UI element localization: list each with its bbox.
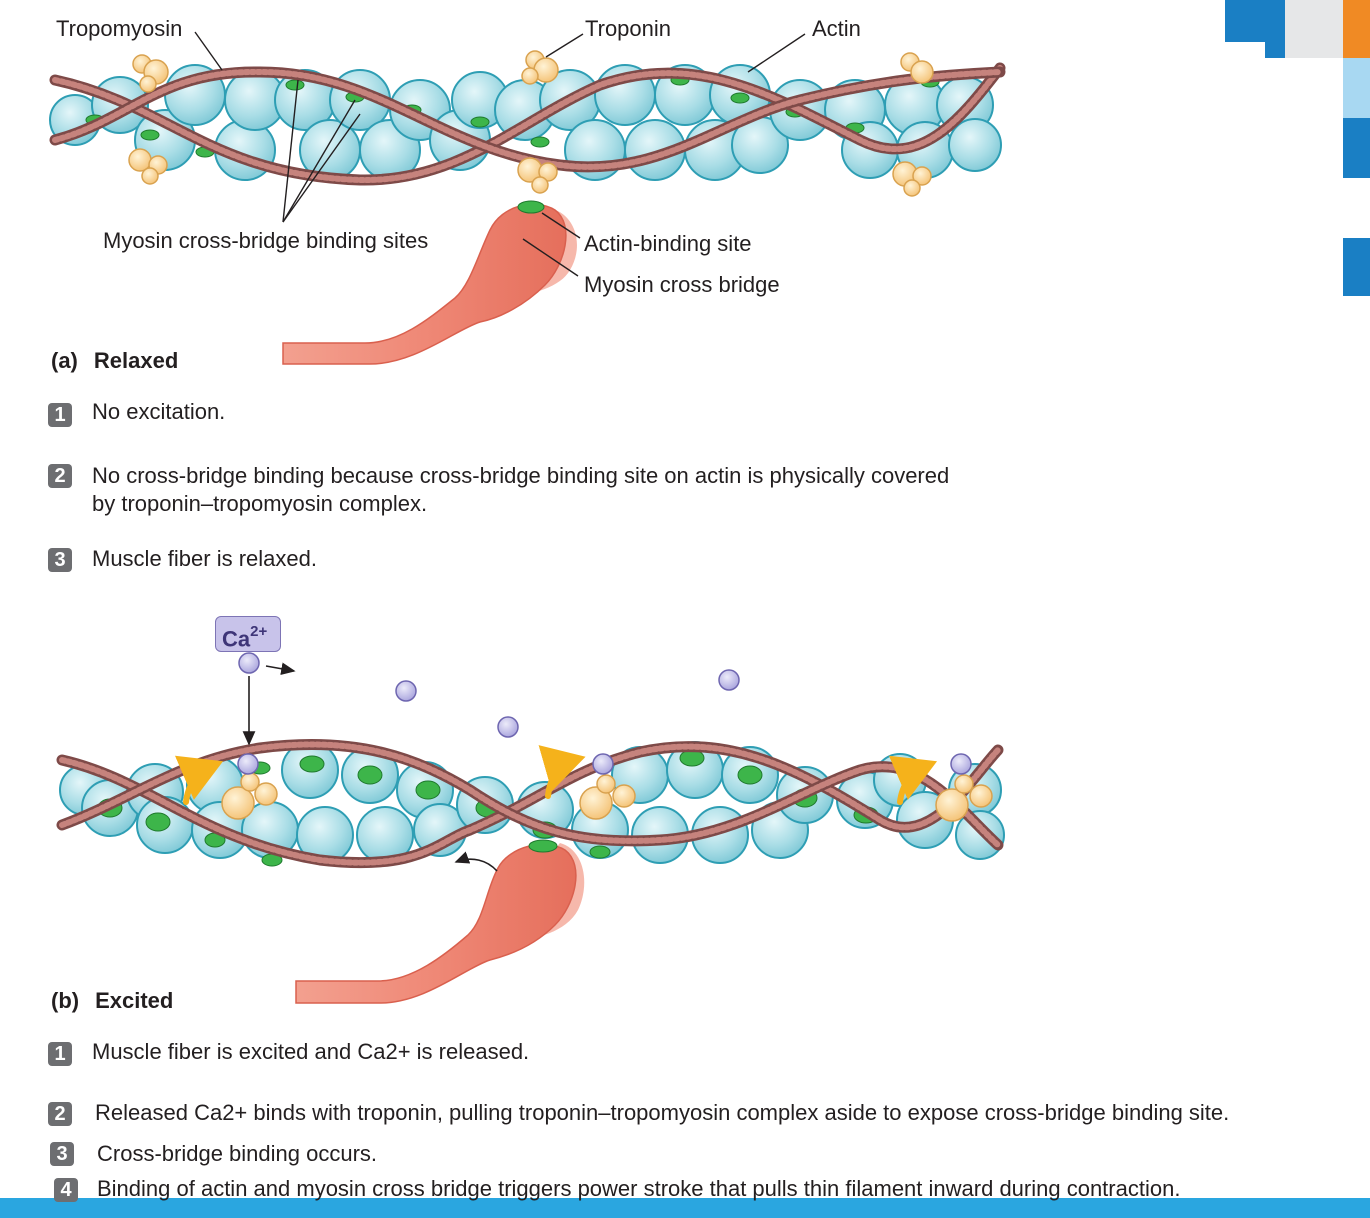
step-badge-a2: 2 [48,464,72,488]
panel-b-arrows [242,662,498,872]
step-badge-b2: 2 [48,1102,72,1126]
step-b3-text: Cross-bridge binding occurs. [97,1141,378,1166]
panel-b-actin-filament [56,738,1005,869]
panel-b-title: (b) Excited [51,988,173,1014]
step-badge-b4: 4 [54,1178,78,1202]
step-a3-text: Muscle fiber is relaxed. [92,546,317,571]
step-b4-text: Binding of actin and myosin cross bridge… [97,1176,1181,1201]
panel-b-heading: Excited [95,988,174,1013]
panel-b-myosin [295,839,585,1004]
label-myosin-binding-sites: Myosin cross-bridge binding sites [103,228,429,253]
step-badge-b1: 1 [48,1042,72,1066]
label-actin-binding-site: Actin-binding site [584,231,752,256]
panel-a-actin-filament [49,50,1006,197]
label-myosin-cross-bridge: Myosin cross bridge [584,272,780,297]
free-calcium-ions [238,652,740,738]
panel-a-title: (a) Relaxed [51,348,178,374]
panel-b-part: (b) [51,988,80,1013]
step-b1-text: Muscle fiber is excited and Ca2+ is rele… [92,1039,530,1064]
label-actin: Actin [812,16,861,41]
step-badge-a3: 3 [48,548,72,572]
step-badge-a1: 1 [48,403,72,427]
step-badge-b3: 3 [50,1142,74,1166]
step-b2-text: Released Ca2+ binds with troponin, pulli… [95,1100,1230,1125]
panel-a-myosin [282,200,577,365]
label-tropomyosin: Tropomyosin [56,16,183,41]
step-a1-text: No excitation. [92,399,226,424]
actin-binding-site-marker [517,200,545,214]
panel-a-leader-lines [194,31,806,277]
label-troponin: Troponin [585,16,672,41]
step-a2-text: No cross-bridge binding because cross-br… [92,463,950,516]
calcium-symbol: Ca [222,626,251,652]
panel-a-part: (a) [51,348,78,373]
calcium-label: Ca2+ [215,616,281,652]
calcium-charge: 2+ [250,623,268,640]
panel-a-heading: Relaxed [93,348,179,373]
